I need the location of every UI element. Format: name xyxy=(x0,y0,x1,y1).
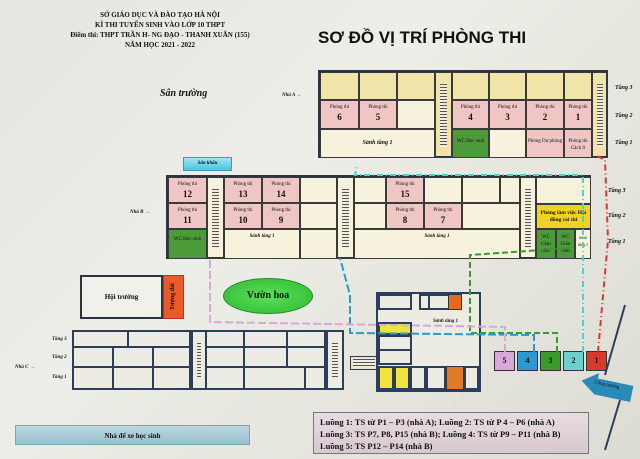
room-b-empty xyxy=(462,203,520,229)
stage: Sân khấu xyxy=(183,157,232,171)
wc-teachers-1: WC Giáo viên xyxy=(536,229,556,259)
wc-students-b: WC Học sinh xyxy=(168,229,207,259)
exam-council-office: Phòng làm việc Hội đồng coi thi xyxy=(536,204,591,229)
header-line-1: SỞ GIÁO DỤC VÀ ĐÀO TẠO HÀ NỘI xyxy=(100,11,220,19)
room-central xyxy=(426,366,446,390)
route-boxes: 5 4 3 2 1 xyxy=(494,351,614,373)
yellow-room xyxy=(378,366,394,390)
room-b-empty xyxy=(462,177,500,203)
stairs-a-left xyxy=(435,72,452,158)
legend-line-1: Luồng 1: TS từ P1 – P3 (nhà A); Luồng 2:… xyxy=(320,417,555,427)
room-central xyxy=(378,294,412,310)
floor-label-c3: Tầng 3 xyxy=(52,337,67,342)
lobby-b-left: Sảnh tầng 1 xyxy=(224,229,300,259)
route-1-box: 1 xyxy=(586,351,607,371)
room-central xyxy=(378,349,412,365)
building-c-label: Nhà C → xyxy=(15,365,35,370)
room-a-empty xyxy=(397,100,435,129)
floor-label-a1: Tầng 1 xyxy=(615,140,633,146)
route-2-box: 2 xyxy=(563,351,584,371)
room-a-top xyxy=(397,72,435,100)
header-line-3: Điểm thi: THPT TRẦN H- NG ĐẠO - THANH XU… xyxy=(70,31,250,39)
stairs-central xyxy=(350,356,378,370)
room-b-empty xyxy=(536,177,591,204)
room-a-top xyxy=(526,72,564,100)
room-c xyxy=(304,366,326,390)
room-b-empty xyxy=(300,203,337,229)
lobby-b-main: Sảnh tầng 1 xyxy=(354,229,520,259)
page-title: SƠ ĐỒ VỊ TRÍ PHÒNG THI xyxy=(318,28,527,47)
wc-students-a: WC Học sinh xyxy=(452,129,489,158)
central-building: Sảnh tầng 1 xyxy=(376,292,481,392)
lobby-a: Sảnh tầng 1 xyxy=(320,129,435,158)
room-b-empty xyxy=(300,177,337,203)
header-line-2: KÌ THI TUYỂN SINH VÀO LỚP 10 THPT xyxy=(95,21,225,29)
stairs-b-right xyxy=(520,177,536,259)
route-legend: Luồng 1: TS từ P1 – P3 (nhà A); Luồng 2:… xyxy=(313,412,589,454)
room-b-empty xyxy=(354,177,386,203)
assembly-hall: Hội trường xyxy=(80,275,163,319)
room-a-top xyxy=(564,72,592,100)
room-b-empty xyxy=(424,177,462,203)
stairs-b-mid xyxy=(337,177,354,259)
floor-label-c1: Tầng 1 xyxy=(52,375,67,380)
room-central xyxy=(464,366,479,390)
room-central xyxy=(410,366,426,390)
lobby-central: Sảnh tầng 1 xyxy=(433,319,459,324)
flower-garden: Vườn hoa xyxy=(223,278,313,314)
isolation-room: Phòng thi Cách li xyxy=(564,129,592,158)
header-line-4: NĂM HỌC 2021 - 2022 xyxy=(125,41,195,49)
orange-room-top xyxy=(448,294,462,310)
route-3-box: 3 xyxy=(540,351,561,371)
room-a-top xyxy=(359,72,397,100)
legend-line-3: Luồng 5: TS P12 – P14 (nhà B) xyxy=(320,441,433,451)
building-b-label: Nhà B → xyxy=(130,210,150,215)
stairs-b-left xyxy=(207,177,224,259)
room-c xyxy=(152,366,191,390)
yellow-room xyxy=(394,366,410,390)
stairs-c-right xyxy=(326,330,344,390)
student-parking: Nhà để xe học sinh xyxy=(15,425,250,445)
room-a-top xyxy=(489,72,526,100)
floor-label-b2: Tầng 2 xyxy=(608,213,626,219)
route-4-box: 4 xyxy=(517,351,538,371)
exam-header: SỞ GIÁO DỤC VÀ ĐÀO TẠO HÀ NỘI KÌ THI TUY… xyxy=(0,10,320,50)
room-a-top xyxy=(452,72,489,100)
reserve-room: Phòng Dự phòng xyxy=(526,129,564,158)
schoolyard-label: Sân trường xyxy=(160,88,208,99)
wc-teachers-2: WC Giáo viên xyxy=(556,229,575,259)
room-a-top xyxy=(320,72,359,100)
legend-line-2: Luồng 3: TS P7, P8, P15 (nhà B); Luồng 4… xyxy=(320,429,561,439)
floor-label-b1: Tầng 1 xyxy=(608,239,626,245)
floor-label-c2: Tầng 2 xyxy=(52,355,67,360)
floor-label-a3: Tầng 3 xyxy=(615,85,633,91)
room-b-empty xyxy=(300,229,337,259)
room-b-empty xyxy=(500,177,520,203)
room-a-empty xyxy=(489,129,526,158)
floor-label-a2: Tầng 2 xyxy=(615,113,633,119)
room-b-empty xyxy=(354,203,386,229)
floor-label-b3: Tầng 3 xyxy=(608,188,626,194)
orange-room-bottom xyxy=(446,366,464,390)
building-a-label: Nhà A → xyxy=(282,93,302,98)
